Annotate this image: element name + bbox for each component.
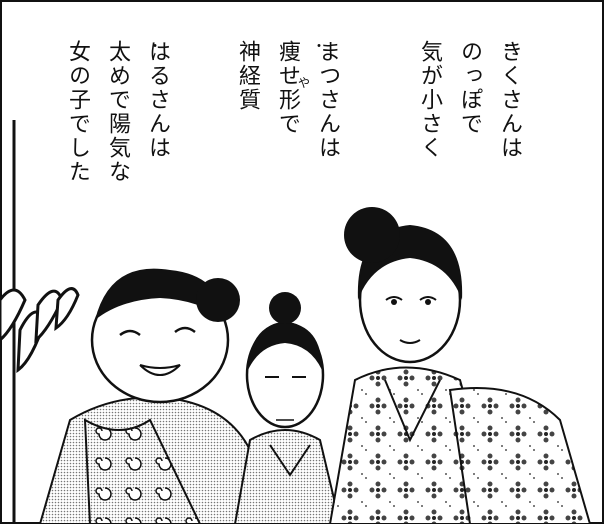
matsu-figure [233, 292, 342, 525]
furigana-yase: や [298, 76, 311, 90]
narration-kiku-line1: きくさんは [497, 40, 522, 160]
narration-haru-line3: 女の子でした [65, 40, 90, 184]
emphasis-dots-kiku: ・ [500, 39, 514, 55]
narration-kiku-line3: 気が小さく [417, 40, 442, 160]
narration-haru-line2: 太めで陽気な [105, 40, 130, 184]
narration-matsu-line3: 神経質 [235, 40, 260, 112]
motion-lines [0, 287, 80, 374]
narration-matsu-line2: 痩せ形で [275, 40, 300, 136]
kiku-figure [328, 207, 592, 525]
emphasis-dots-matsu: ・ [312, 39, 326, 55]
haru-figure [38, 268, 272, 525]
emphasis-dots-haru: ・ [148, 39, 162, 55]
narration-matsu-line1: まつさんは [315, 40, 340, 160]
narration-haru-line1: はるさんは [145, 40, 170, 160]
narration-kiku-line2: のっぽで [457, 40, 482, 136]
